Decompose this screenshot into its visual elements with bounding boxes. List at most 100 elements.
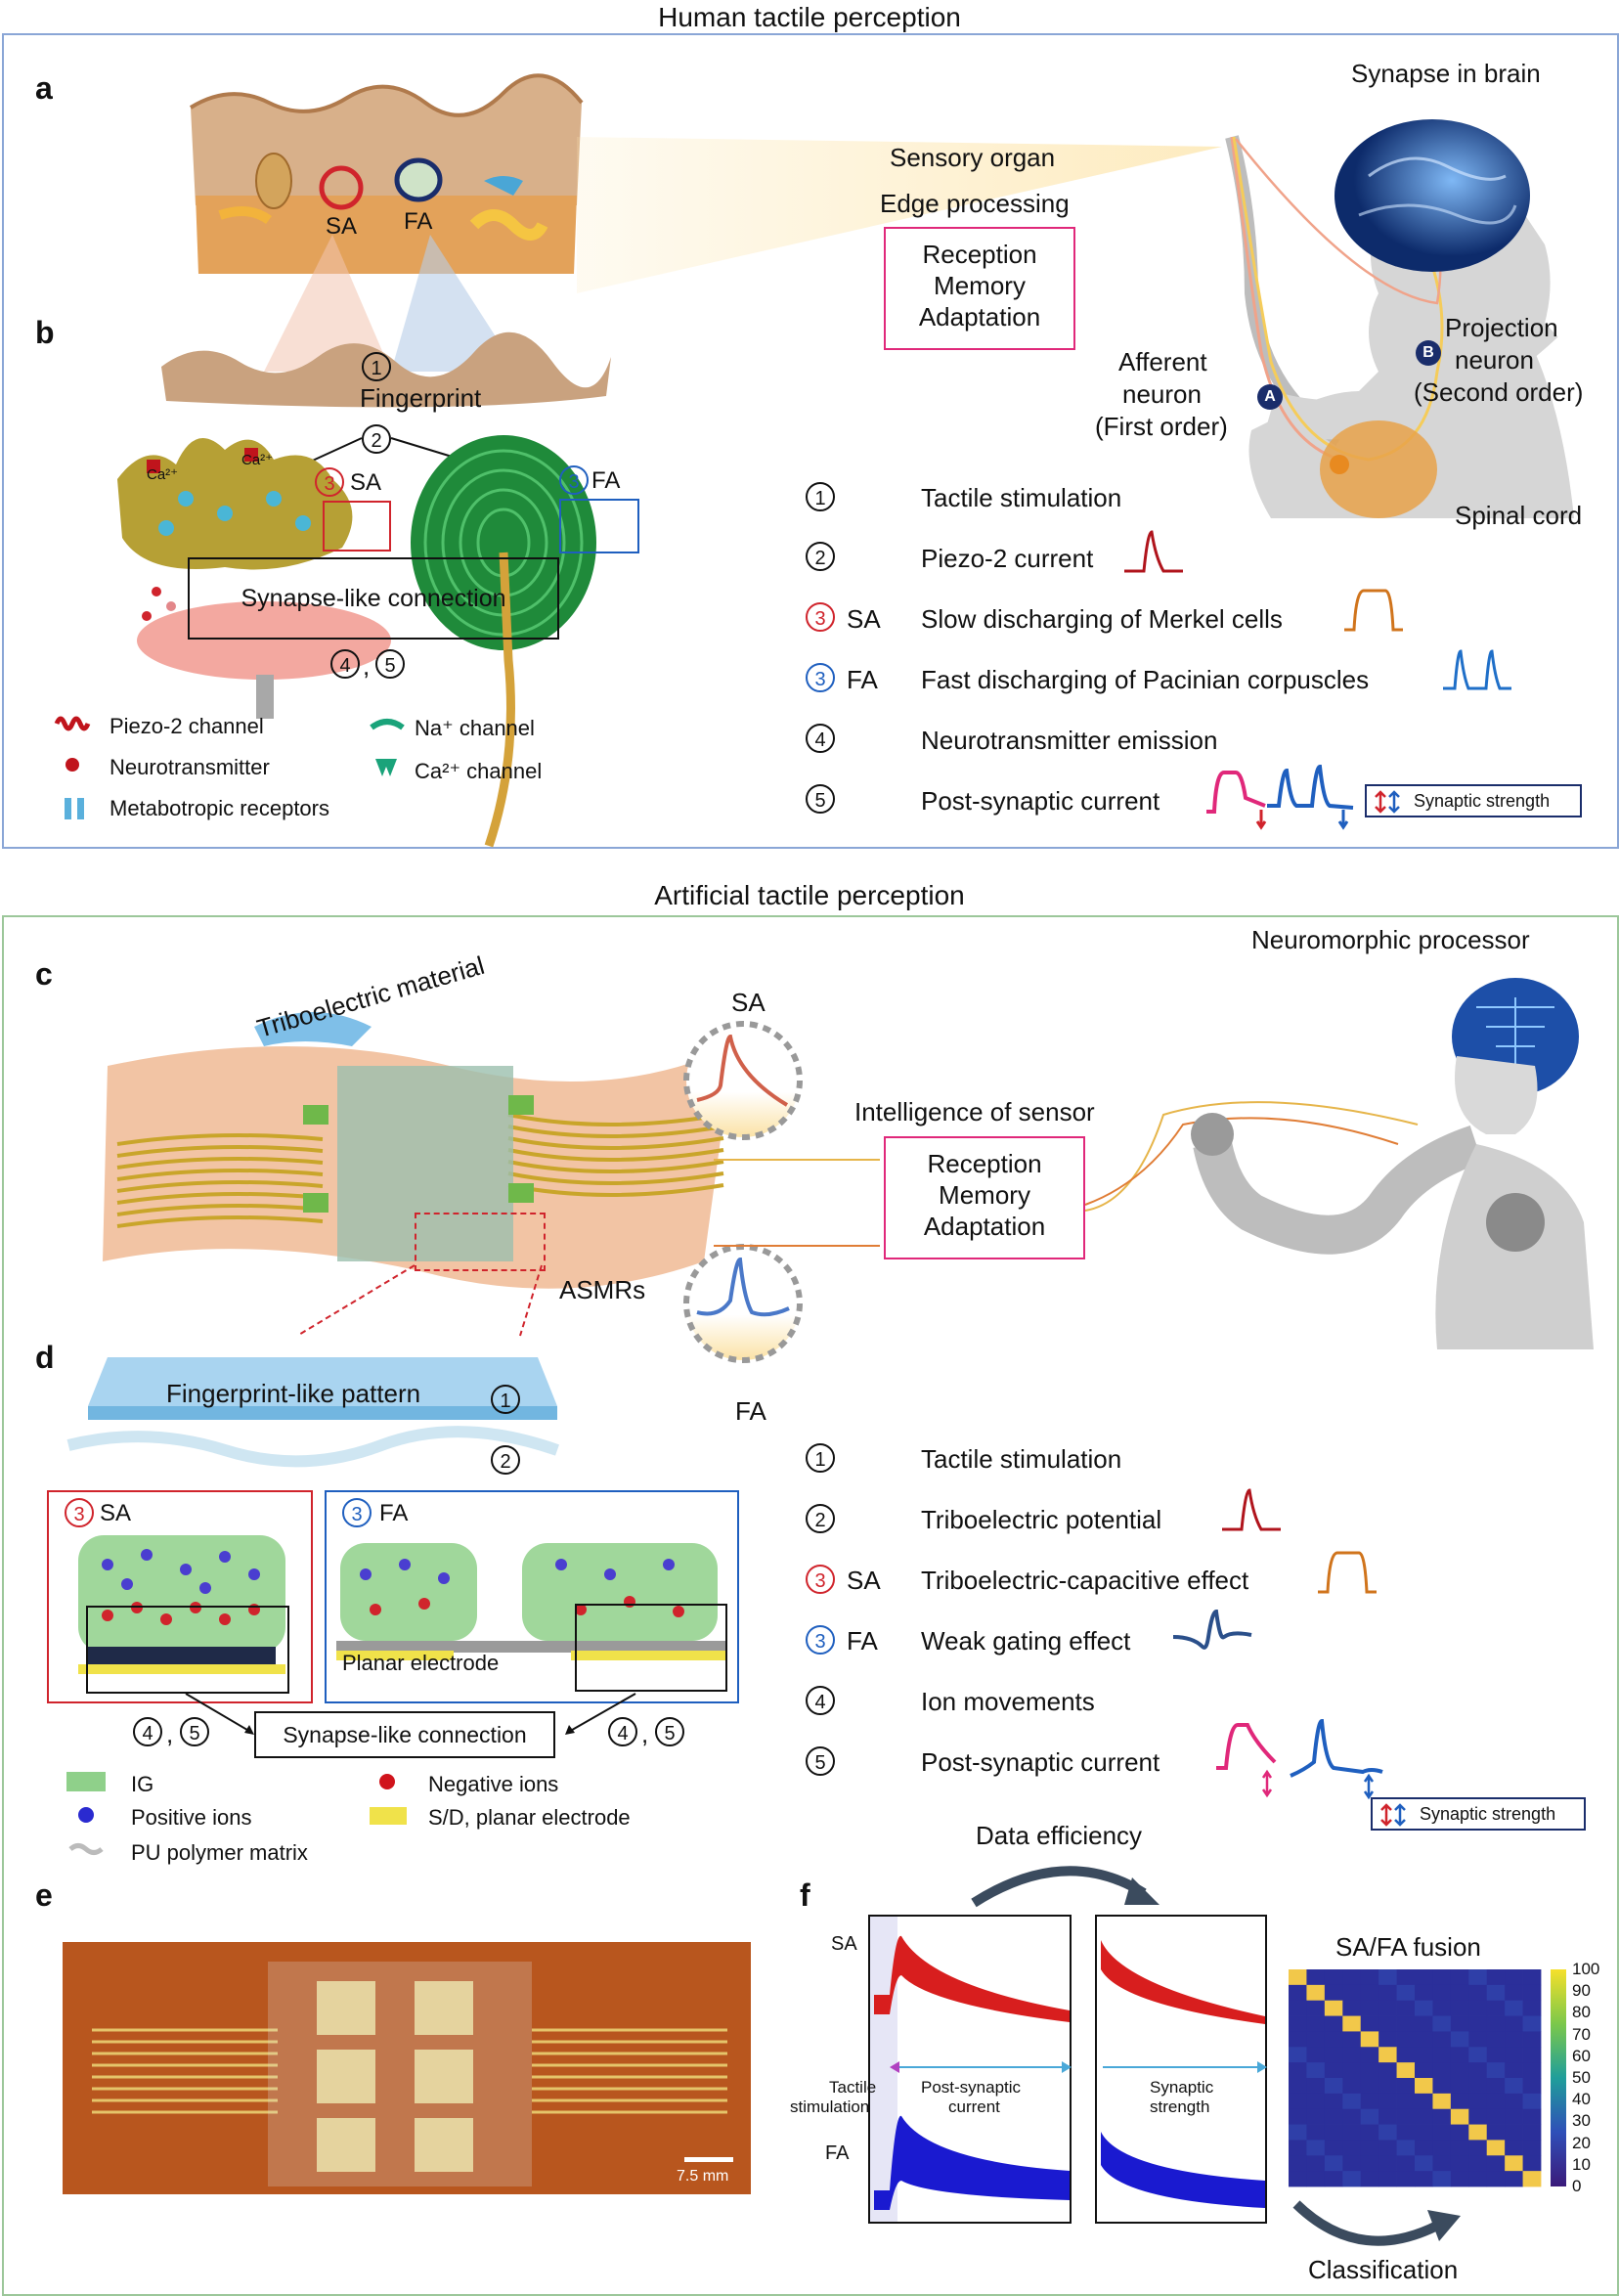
synapse-connection-arrows <box>185 1693 636 1735</box>
colorbar-tick-label: 40 <box>1572 2090 1591 2109</box>
matrix-cell <box>1468 2108 1488 2125</box>
matrix-cell <box>1505 1969 1523 1986</box>
d-left-comma: , <box>166 1719 174 1748</box>
matrix-cell <box>1342 2171 1362 2187</box>
matrix-cell <box>1486 2031 1506 2048</box>
colorbar-tick-label: 80 <box>1572 2003 1591 2022</box>
matrix-cell <box>1505 2078 1523 2095</box>
d-left-step-5: 5 <box>180 1717 209 1746</box>
matrix-cell <box>1324 2047 1343 2063</box>
human-step-4-num: 4 <box>806 724 835 753</box>
matrix-cell <box>1324 1984 1343 2002</box>
matrix-cell <box>1378 2140 1397 2156</box>
matrix-cell <box>1342 2093 1362 2110</box>
human-comma: , <box>363 651 371 681</box>
matrix-cell <box>1342 1984 1362 2002</box>
matrix-cell <box>1505 2031 1523 2048</box>
legend-negative-ions: Negative ions <box>428 1772 559 1796</box>
memory-text: Memory <box>934 271 1026 300</box>
matrix-cell <box>1432 2062 1452 2079</box>
matrix-cell <box>1522 2078 1542 2095</box>
sa-row-label: SA <box>831 1933 857 1955</box>
matrix-cell <box>1415 2093 1433 2110</box>
matrix-cell <box>1360 2047 1379 2063</box>
human-postsynaptic-traces <box>1206 764 1354 830</box>
artificial-reception-box: Reception Memory Adaptation <box>884 1136 1085 1259</box>
matrix-cell <box>1289 2015 1307 2032</box>
matrix-cell-diagonal <box>1505 2155 1523 2172</box>
matrix-cell <box>1396 2124 1416 2141</box>
matrix-cell <box>1486 2124 1506 2141</box>
d-right-comma: , <box>641 1719 649 1748</box>
sa-device-step-3: 3 <box>65 1498 94 1527</box>
sensor-zoom-box <box>415 1213 546 1271</box>
matrix-cell <box>1306 2031 1326 2048</box>
matrix-cell <box>1360 2155 1379 2172</box>
matrix-cell <box>1360 2124 1379 2141</box>
matrix-cell <box>1396 2171 1416 2187</box>
matrix-cell <box>1486 1984 1506 2002</box>
matrix-cell <box>1486 2047 1506 2063</box>
matrix-cell-diagonal <box>1486 2140 1506 2156</box>
human-reception-box: Reception Memory Adaptation <box>884 227 1075 350</box>
piezo-step-2: 2 <box>362 424 391 454</box>
artificial-synaptic-strength-key: Synaptic strength <box>1371 1797 1586 1831</box>
panel-c-label: c <box>35 956 53 992</box>
matrix-cell <box>1522 2047 1542 2063</box>
d-right-step-5: 5 <box>655 1717 684 1746</box>
matrix-cell <box>1432 2078 1452 2095</box>
synaptic-sa-traces <box>1101 1940 1265 2024</box>
human-step-3fa-num: 3 <box>806 663 835 692</box>
sa-device-illustration <box>78 1535 285 1674</box>
matrix-cell <box>1415 2000 1433 2016</box>
human-step-5-marker: 5 <box>375 649 405 679</box>
adaptation-text: Adaptation <box>918 302 1041 331</box>
matrix-cell <box>1505 1984 1523 2002</box>
matrix-cell <box>1342 2031 1362 2048</box>
matrix-cell <box>1432 2000 1452 2016</box>
fa-interface-box <box>575 1604 727 1692</box>
human-section-title: Human tactile perception <box>658 2 961 32</box>
matrix-cell <box>1360 1969 1379 1986</box>
matrix-cell-diagonal <box>1415 2078 1433 2095</box>
matrix-cell <box>1468 1984 1488 2002</box>
spinal-cord-label: Spinal cord <box>1455 501 1583 530</box>
matrix-cell <box>1324 2093 1343 2110</box>
matrix-cell <box>1306 2155 1326 2172</box>
zoom-cones <box>264 235 518 372</box>
fa-device-step-3: 3 <box>342 1498 372 1527</box>
legend-metabotropic: Metabotropic receptors <box>109 796 329 820</box>
matrix-cell <box>1378 2015 1397 2032</box>
plot-flow-arrows <box>890 2061 1267 2073</box>
colorbar-tick-label: 10 <box>1572 2154 1591 2174</box>
data-efficiency-arrow <box>971 1866 1160 1908</box>
art-step-3sa-tag: SA <box>847 1566 881 1595</box>
matrix-cell <box>1342 2078 1362 2095</box>
matrix-cell <box>1522 2155 1542 2172</box>
human-step-1-num: 1 <box>806 482 835 511</box>
projection-line-3: (Second order) <box>1414 377 1584 407</box>
matrix-cell <box>1432 2015 1452 2032</box>
matrix-cell-diagonal <box>1378 2047 1397 2063</box>
human-step-2-num: 2 <box>806 542 835 571</box>
matrix-cell <box>1289 2155 1307 2172</box>
data-efficiency-label: Data efficiency <box>976 1821 1143 1850</box>
triboelectric-potential-trace <box>1222 1488 1281 1531</box>
reception-text: Reception <box>922 240 1037 269</box>
legend-neurotransmitter: Neurotransmitter <box>109 755 270 779</box>
pacinian-fa-label: FA <box>591 467 621 494</box>
matrix-cell <box>1324 2155 1343 2172</box>
matrix-cell <box>1396 2108 1416 2125</box>
negative-ion-icon <box>379 1774 395 1789</box>
matrix-cell <box>1505 2140 1523 2156</box>
sensory-organ-label: Sensory organ <box>890 143 1056 172</box>
piezo-channel-icon <box>54 716 91 731</box>
fa-row-label: FA <box>825 2142 850 2164</box>
matrix-cell <box>1378 1984 1397 2002</box>
na-channel-icon <box>370 719 405 730</box>
pu-matrix-icon <box>68 1843 104 1855</box>
badge-a: A <box>1257 384 1283 410</box>
legend-ig: IG <box>131 1772 154 1796</box>
art-step-3sa-text: Triboelectric-capacitive effect <box>921 1566 1249 1595</box>
panel-d-label: d <box>35 1340 55 1375</box>
